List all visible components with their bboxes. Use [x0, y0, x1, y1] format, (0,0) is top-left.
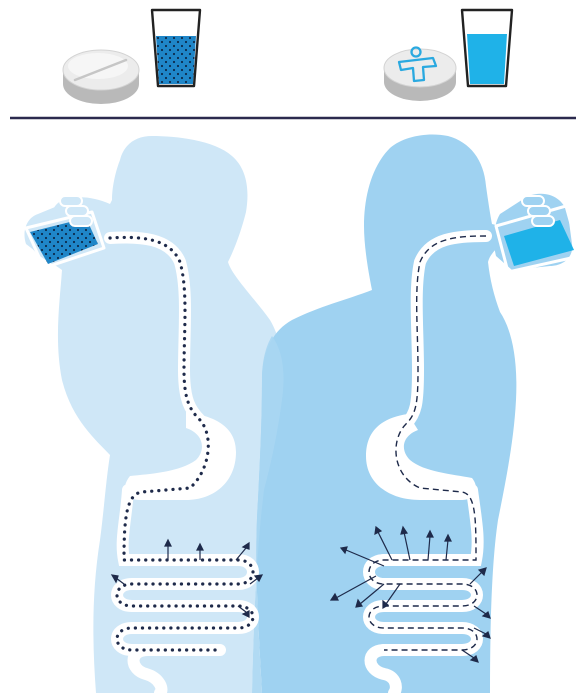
- plain-tablet-icon: [63, 50, 139, 104]
- clear-water-glass-icon: [462, 10, 512, 86]
- symbol-tablet-icon: [384, 48, 456, 102]
- dotted-water-glass-icon: [152, 10, 200, 86]
